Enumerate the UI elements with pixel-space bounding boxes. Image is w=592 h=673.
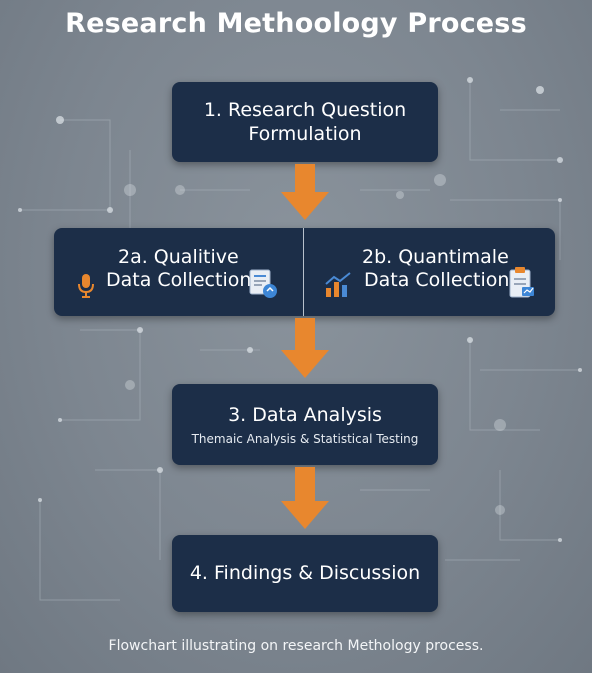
step-1-line1: 1. Research Question <box>203 99 407 121</box>
figure-caption: Flowchart illustrating on research Metho… <box>108 638 484 654</box>
document-icon <box>249 269 277 298</box>
step-2a-line2: Data Collection <box>106 269 252 291</box>
arrow-down-1 <box>281 164 329 220</box>
step-4-title: 4. Findings & Discussion <box>189 562 421 584</box>
step-2b-line1: 2b. Quantimale <box>362 246 509 268</box>
arrow-down-2 <box>281 318 329 378</box>
step-2b-line2: Data Collection <box>364 269 510 291</box>
step-4-box: 4. Findings & Discussion <box>172 535 438 612</box>
step-1-label: 1. Research Question Formulation <box>172 98 438 146</box>
step-2b-panel: 2b. Quantimale Data Collection <box>304 228 553 316</box>
clipboard-icon <box>509 267 534 298</box>
step-2a-line1: 2a. Qualitive <box>118 246 239 268</box>
step-3-title: 3. Data Analysis <box>228 404 382 426</box>
step-3-box: 3. Data Analysis Themaic Analysis & Stat… <box>172 384 438 465</box>
step-1-line2: Formulation <box>248 123 362 145</box>
step-1-box: 1. Research Question Formulation <box>172 82 438 162</box>
microphone-icon <box>78 274 94 298</box>
bar-chart-icon <box>325 272 351 297</box>
step-3-subtitle: Themaic Analysis & Statistical Testing <box>191 432 419 446</box>
step-2-divider <box>303 228 304 316</box>
diagram-title: Research Methoology Process <box>65 8 527 39</box>
arrow-down-3 <box>281 467 329 529</box>
step-2-box: 2a. Qualitive Data Collection 2b. Quanti… <box>54 228 555 316</box>
step-2a-panel: 2a. Qualitive Data Collection <box>54 228 303 316</box>
